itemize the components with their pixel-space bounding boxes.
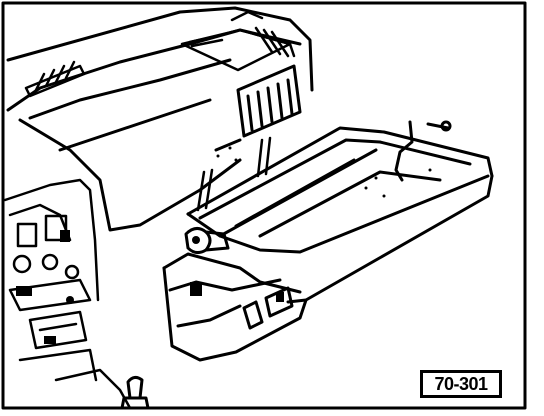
figure-frame	[1, 1, 527, 410]
air-vent	[214, 64, 302, 152]
console-details	[16, 230, 74, 344]
glove-box	[162, 120, 494, 362]
figure-reference-number: 70-301	[420, 370, 502, 398]
glove-box-details	[190, 236, 284, 302]
gear-lever	[120, 375, 150, 410]
dashboard	[6, 6, 314, 232]
defroster-vent	[24, 60, 86, 98]
instrument-cluster	[3, 178, 132, 410]
texture-dots	[216, 146, 432, 198]
upper-cover	[180, 10, 296, 72]
